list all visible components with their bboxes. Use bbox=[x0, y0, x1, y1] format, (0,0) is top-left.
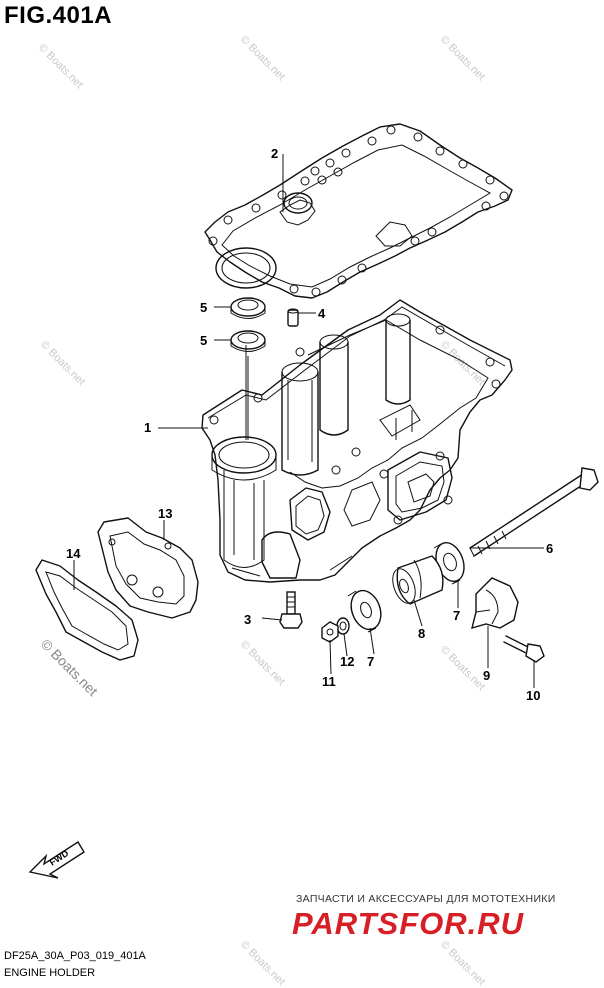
leader-lines bbox=[73, 154, 544, 688]
callout-11: 11 bbox=[322, 674, 336, 689]
callout-10: 10 bbox=[526, 688, 540, 703]
callout-3: 3 bbox=[244, 612, 251, 627]
bracket-part-9 bbox=[471, 577, 519, 630]
nut-part-11 bbox=[321, 621, 339, 643]
dowel-pin-part-4 bbox=[287, 308, 299, 327]
callout-6: 6 bbox=[546, 541, 553, 556]
watermark: © Boats.net bbox=[438, 339, 487, 388]
callout-14: 14 bbox=[66, 546, 81, 561]
watermark: © Boats.net bbox=[238, 639, 287, 688]
through-bolt-part-6 bbox=[469, 467, 599, 557]
watermark: © Boats.net bbox=[438, 34, 487, 83]
washer-part-12 bbox=[336, 617, 350, 635]
watermark: © Boats.net bbox=[238, 34, 287, 83]
mount-rubber-part-8 bbox=[392, 555, 444, 605]
callout-7a: 7 bbox=[367, 654, 374, 669]
watermark: © Boats.net bbox=[38, 339, 87, 388]
engine-holder-part-1 bbox=[201, 299, 513, 583]
watermark: © Boats.net bbox=[36, 42, 85, 91]
oil-seal-part-5-lower bbox=[230, 330, 266, 352]
figure-title: FIG.401A bbox=[4, 2, 113, 29]
watermark: © Boats.net bbox=[438, 939, 487, 988]
gasket-part-2 bbox=[204, 123, 513, 299]
watermark: © Boats.net bbox=[238, 939, 287, 988]
shop-tagline: ЗАПЧАСТИ И АКСЕССУАРЫ ДЛЯ МОТОТЕХНИКИ bbox=[296, 893, 556, 905]
callout-8: 8 bbox=[418, 626, 425, 641]
fwd-arrow-icon: FWD bbox=[28, 841, 85, 879]
watermark: © Boats.net bbox=[438, 644, 487, 693]
callout-5b: 5 bbox=[200, 333, 207, 348]
callout-5a: 5 bbox=[200, 300, 207, 315]
seal-part-14 bbox=[35, 559, 139, 661]
callout-12: 12 bbox=[340, 654, 354, 669]
callout-7b: 7 bbox=[453, 608, 460, 623]
callout-13: 13 bbox=[158, 506, 172, 521]
callout-labels: 2 5 4 5 1 13 6 14 7 3 8 7 12 9 11 10 bbox=[66, 146, 553, 703]
watermark-prominent: © Boats.net bbox=[38, 636, 101, 699]
bolt-part-3 bbox=[279, 591, 303, 629]
callout-1: 1 bbox=[144, 420, 151, 435]
drawing-code: DF25A_30A_P03_019_401A bbox=[4, 950, 146, 962]
drawing-caption: ENGINE HOLDER bbox=[4, 967, 96, 979]
callout-2: 2 bbox=[271, 146, 278, 161]
oil-seal-part-5-upper bbox=[230, 297, 266, 319]
shop-logo: PARTSFOR.RU bbox=[292, 906, 525, 941]
callout-9: 9 bbox=[483, 668, 490, 683]
cover-part-13 bbox=[97, 517, 199, 619]
washer-part-7-left bbox=[347, 589, 382, 633]
callout-4: 4 bbox=[318, 306, 326, 321]
bolt-part-10 bbox=[503, 635, 545, 663]
